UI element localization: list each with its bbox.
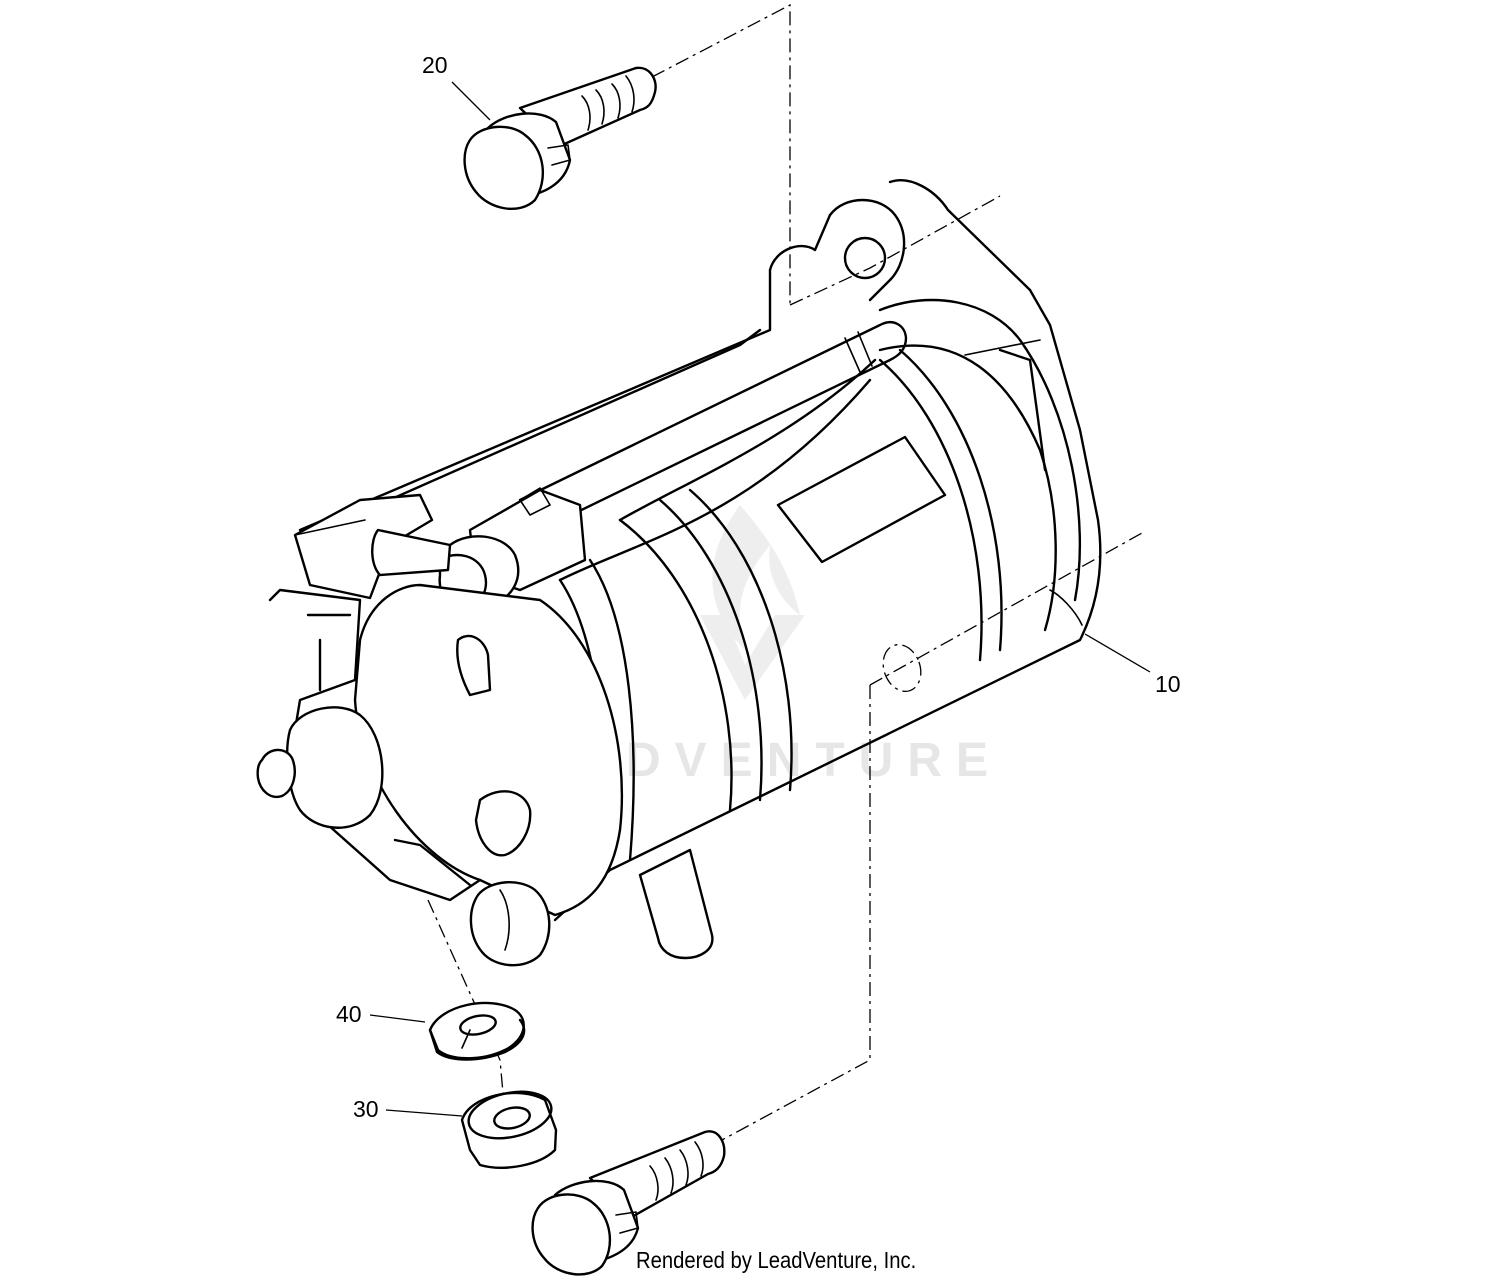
- callout-30: 30: [353, 1096, 379, 1122]
- lock-washer-part-40: [428, 1001, 526, 1061]
- nut-part-30: [460, 1090, 558, 1169]
- callout-40: 40: [336, 1001, 362, 1027]
- assembly-lines: [427, 3, 1143, 1141]
- callout-10: 10: [1155, 671, 1181, 697]
- credit-text: Rendered by LeadVenture, Inc.: [636, 1247, 917, 1273]
- lower-mounting-bolt: [531, 1130, 726, 1276]
- callout-20: 20: [422, 52, 448, 78]
- bolt-part-20: [463, 66, 657, 210]
- leader-lines: [369, 81, 1151, 1117]
- starter-motor-part-10: [256, 179, 1102, 967]
